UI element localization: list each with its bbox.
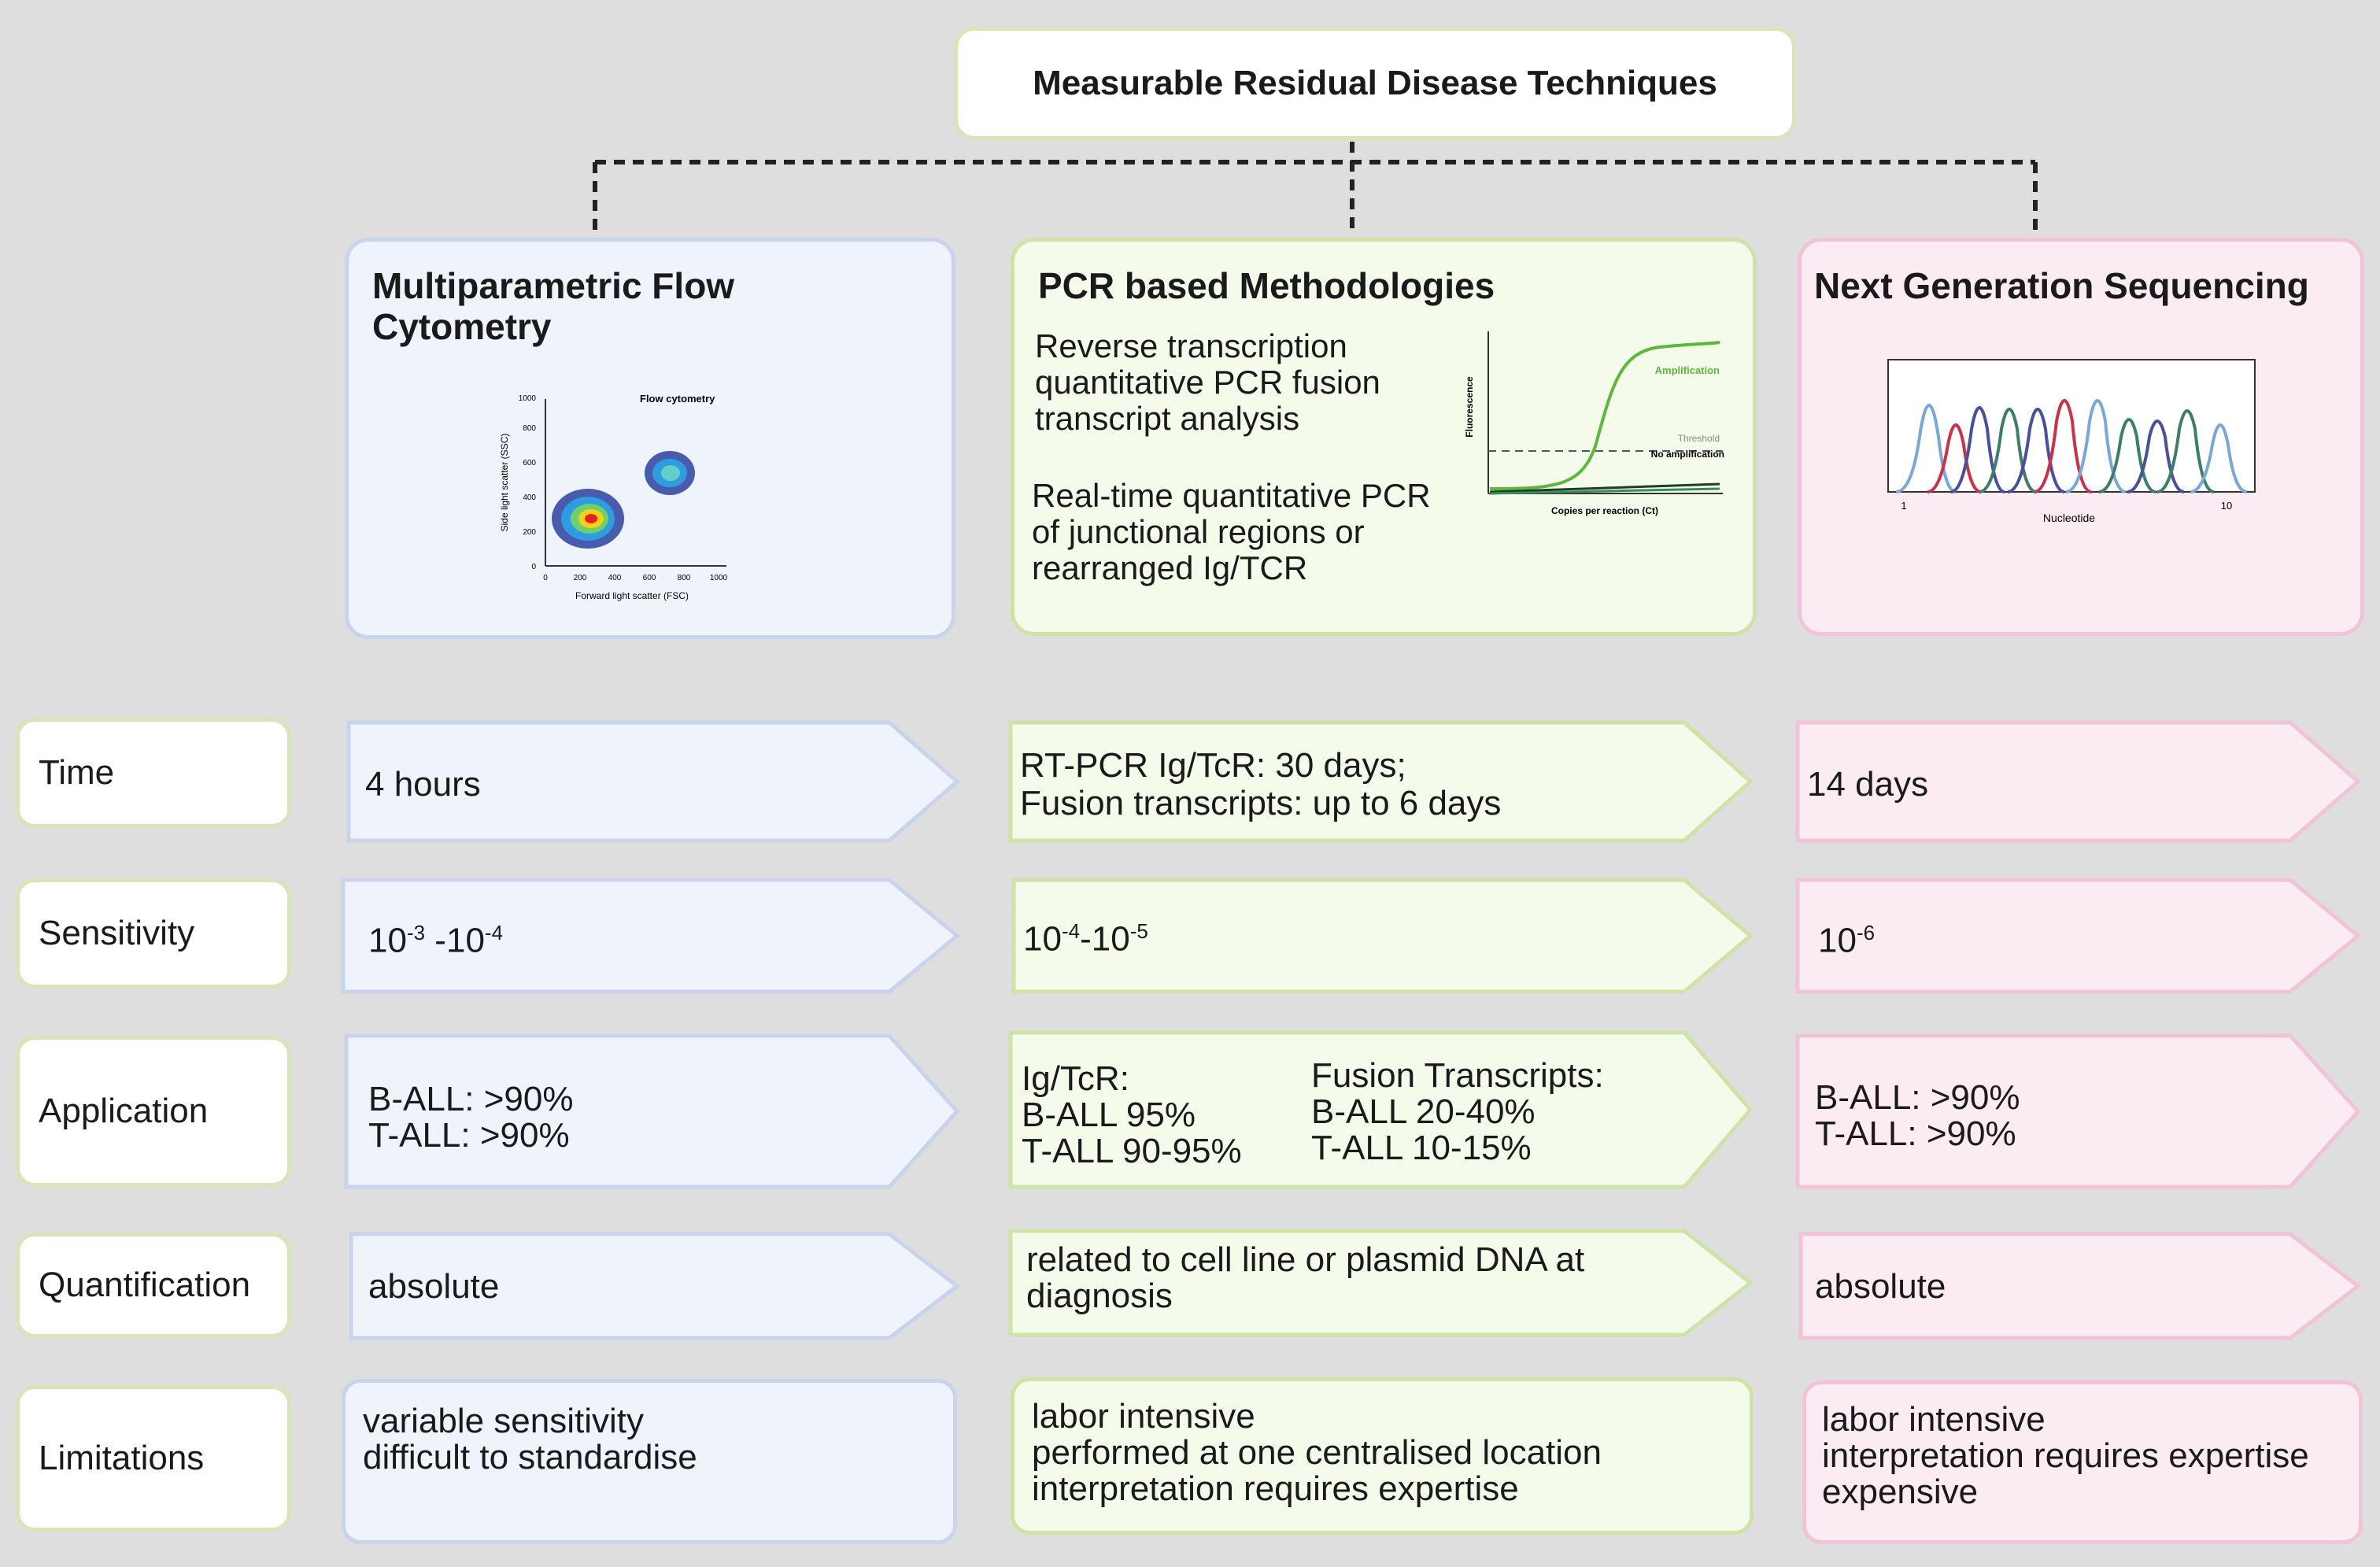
flow-x-tick: 0 [543,574,548,582]
pcr-description-1: Reverse transcription quantitative PCR f… [1035,328,1380,437]
pcr-text-line: Reverse transcription [1035,327,1347,364]
flow-x-label: Forward light scatter (FSC) [575,590,689,601]
pcr-text-line: of junctional regions or [1032,513,1365,550]
limitation-item: interpretation requires expertise [1032,1469,1519,1508]
arrow-application-pcr [1008,1030,1754,1189]
no-amplification-label: No amplification [1651,449,1724,460]
diagram-title: Measurable Residual Disease Techniques [954,27,1796,140]
time-ngs-value: 14 days [1807,765,1929,804]
application-flow-line2: T-ALL: >90% [368,1116,570,1155]
limitation-item: labor intensive [1032,1397,1255,1436]
flow-x-tick: 200 [574,574,587,582]
pcr-text-line: transcript analysis [1035,400,1300,437]
time-flow-value: 4 hours [365,765,481,804]
quantification-pcr-line2: diagnosis [1026,1277,1173,1315]
limitation-item: labor intensive [1822,1400,2046,1439]
application-flow-line1: B-ALL: >90% [368,1080,574,1118]
ngs-title: Next Generation Sequencing [1814,265,2309,306]
limitation-item: difficult to standardise [363,1438,697,1476]
pcr-text-line: rearranged Ig/TCR [1032,549,1308,586]
limitations-ngs: labor intensive interpretation requires … [1802,1380,2363,1544]
arrow-sensitivity-pcr [1011,878,1754,994]
row-label-time: Time [16,718,291,828]
method-card-ngs: Next Generation Sequencing 1 10 Nucleoti… [1798,238,2364,636]
arrow-application-ngs [1795,1033,2361,1189]
ngs-x-tick-left: 1 [1901,500,1906,512]
sensitivity-ngs-value: 10-6 [1818,921,1876,960]
limitation-item: expensive [1822,1473,1979,1511]
sensitivity-flow-value: 10-3 -10-4 [368,921,504,960]
pcr-description-2: Real-time quantitative PCR of junctional… [1032,478,1431,586]
pcr-y-label: Fluorescence [1464,376,1475,438]
application-ngs-line2: T-ALL: >90% [1815,1114,2016,1153]
amplification-curve [1489,341,1720,490]
limitations-flow: variable sensitivity difficult to standa… [342,1379,957,1544]
flow-x-tick: 800 [678,574,691,582]
ngs-x-label: Nucleotide [2043,512,2095,524]
arrow-quantification-ngs [1798,1232,2362,1340]
arrow-sensitivity-flow [341,878,960,994]
pcr-text-line: quantitative PCR fusion [1035,364,1380,401]
limitations-pcr: labor intensive performed at one central… [1011,1377,1754,1535]
sensitivity-pcr-value: 10-4-10-5 [1023,919,1148,959]
arrow-sensitivity-ngs [1795,878,2361,994]
row-label-quantification: Quantification [16,1233,291,1338]
flow-y-tick: 800 [523,424,536,433]
time-pcr-line2: Fusion transcripts: up to 6 days [1020,784,1502,822]
application-pcr-right: Fusion Transcripts: B-ALL 20-40% T-ALL 1… [1311,1056,1604,1167]
flow-y-label: Side light scatter (SSC) [499,434,510,532]
flow-y-tick: 600 [523,459,536,468]
row-label-limitations: Limitations [16,1385,291,1532]
quantification-flow-value: absolute [368,1267,500,1306]
quantification-pcr-line1: related to cell line or plasmid DNA at [1026,1240,1585,1279]
ngs-x-tick-right: 10 [2221,500,2232,512]
flow-y-tick: 0 [531,563,536,571]
arrow-application-flow [344,1033,960,1189]
limitation-item: interpretation requires expertise [1822,1436,2309,1475]
row-label-application: Application [16,1036,291,1187]
flow-x-tick: 400 [608,574,622,582]
limitation-item: performed at one centralised location [1032,1433,1602,1472]
arrow-time-ngs [1795,720,2361,843]
threshold-label: Threshold [1678,433,1720,444]
application-ngs-line1: B-ALL: >90% [1815,1078,2020,1117]
flow-y-tick: 200 [523,528,536,537]
flow-cytometry-plot: Flow cytometry 0 200 400 600 800 1000 0 … [499,393,728,601]
flow-x-tick: 1000 [710,574,728,582]
flow-y-tick: 400 [523,493,536,502]
ngs-chromatogram: 1 10 Nucleotide [1887,359,2256,524]
limitation-item: variable sensitivity [363,1402,645,1440]
arrow-time-flow [346,720,960,843]
row-label-sensitivity: Sensitivity [16,878,291,989]
time-pcr-line1: RT-PCR Ig/TcR: 30 days; [1020,746,1406,785]
connector-lines [593,142,2038,236]
pcr-text-line: Real-time quantitative PCR [1032,477,1431,514]
pcr-amplification-plot: Fluorescence Amplification Threshold No … [1464,331,1724,516]
flow-plot-title: Flow cytometry [640,393,715,405]
flow-title: Multiparametric Flow Cytometry [372,265,735,347]
method-card-flow-cytometry: Multiparametric Flow Cytometry Flow cyto… [345,238,955,639]
flow-x-tick: 600 [643,574,656,582]
method-card-pcr: PCR based Methodologies Reverse transcri… [1011,238,1757,636]
application-pcr-left: Ig/TcR: B-ALL 95% T-ALL 90-95% [1022,1059,1242,1170]
arrow-quantification-flow [349,1232,961,1340]
arrow-time-pcr [1008,720,1754,843]
amplification-label: Amplification [1655,364,1720,376]
no-amplification-curve-1 [1489,482,1720,493]
flow-y-tick: 1000 [519,394,537,403]
pcr-x-label: Copies per reaction (Ct) [1551,505,1658,516]
pcr-title: PCR based Methodologies [1038,265,1495,306]
quantification-ngs-value: absolute [1815,1267,1946,1306]
arrow-quantification-pcr [1008,1229,1754,1337]
no-amplification-curve-2 [1489,487,1720,495]
